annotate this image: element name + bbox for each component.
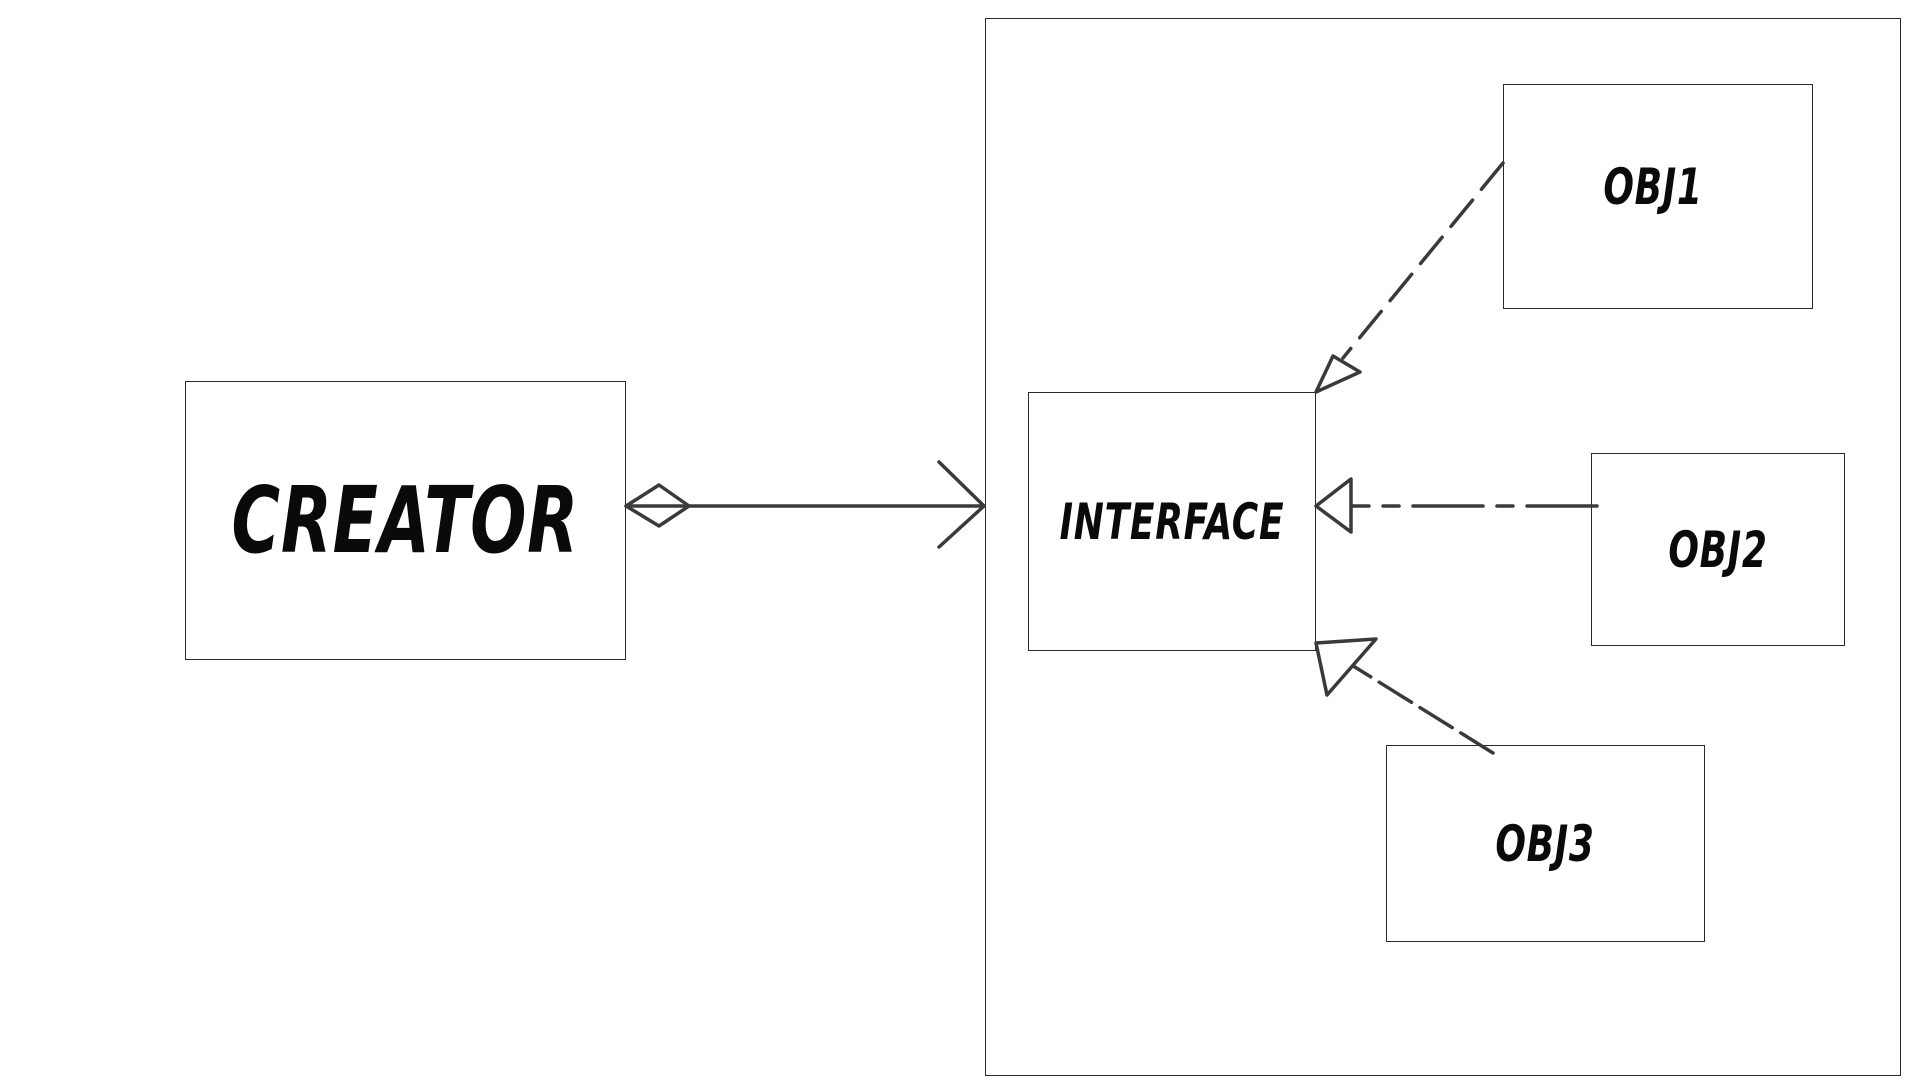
obj2-node: OBJ2 (1591, 453, 1845, 646)
creator-node: CREATOR (185, 381, 626, 660)
aggregation-diamond (624, 483, 691, 528)
obj1-label: OBJ1 (1603, 157, 1703, 216)
creator-label: CREATOR (231, 467, 580, 574)
obj3-label: OBJ3 (1495, 814, 1596, 873)
open-arrowhead (937, 460, 986, 549)
interface-label: INTERFACE (1059, 492, 1285, 551)
interface-node: INTERFACE (1028, 392, 1316, 651)
obj2-label: OBJ2 (1668, 520, 1768, 579)
creator-aggregation-connector (624, 460, 986, 549)
obj1-node: OBJ1 (1503, 84, 1813, 309)
obj3-node: OBJ3 (1386, 745, 1705, 942)
